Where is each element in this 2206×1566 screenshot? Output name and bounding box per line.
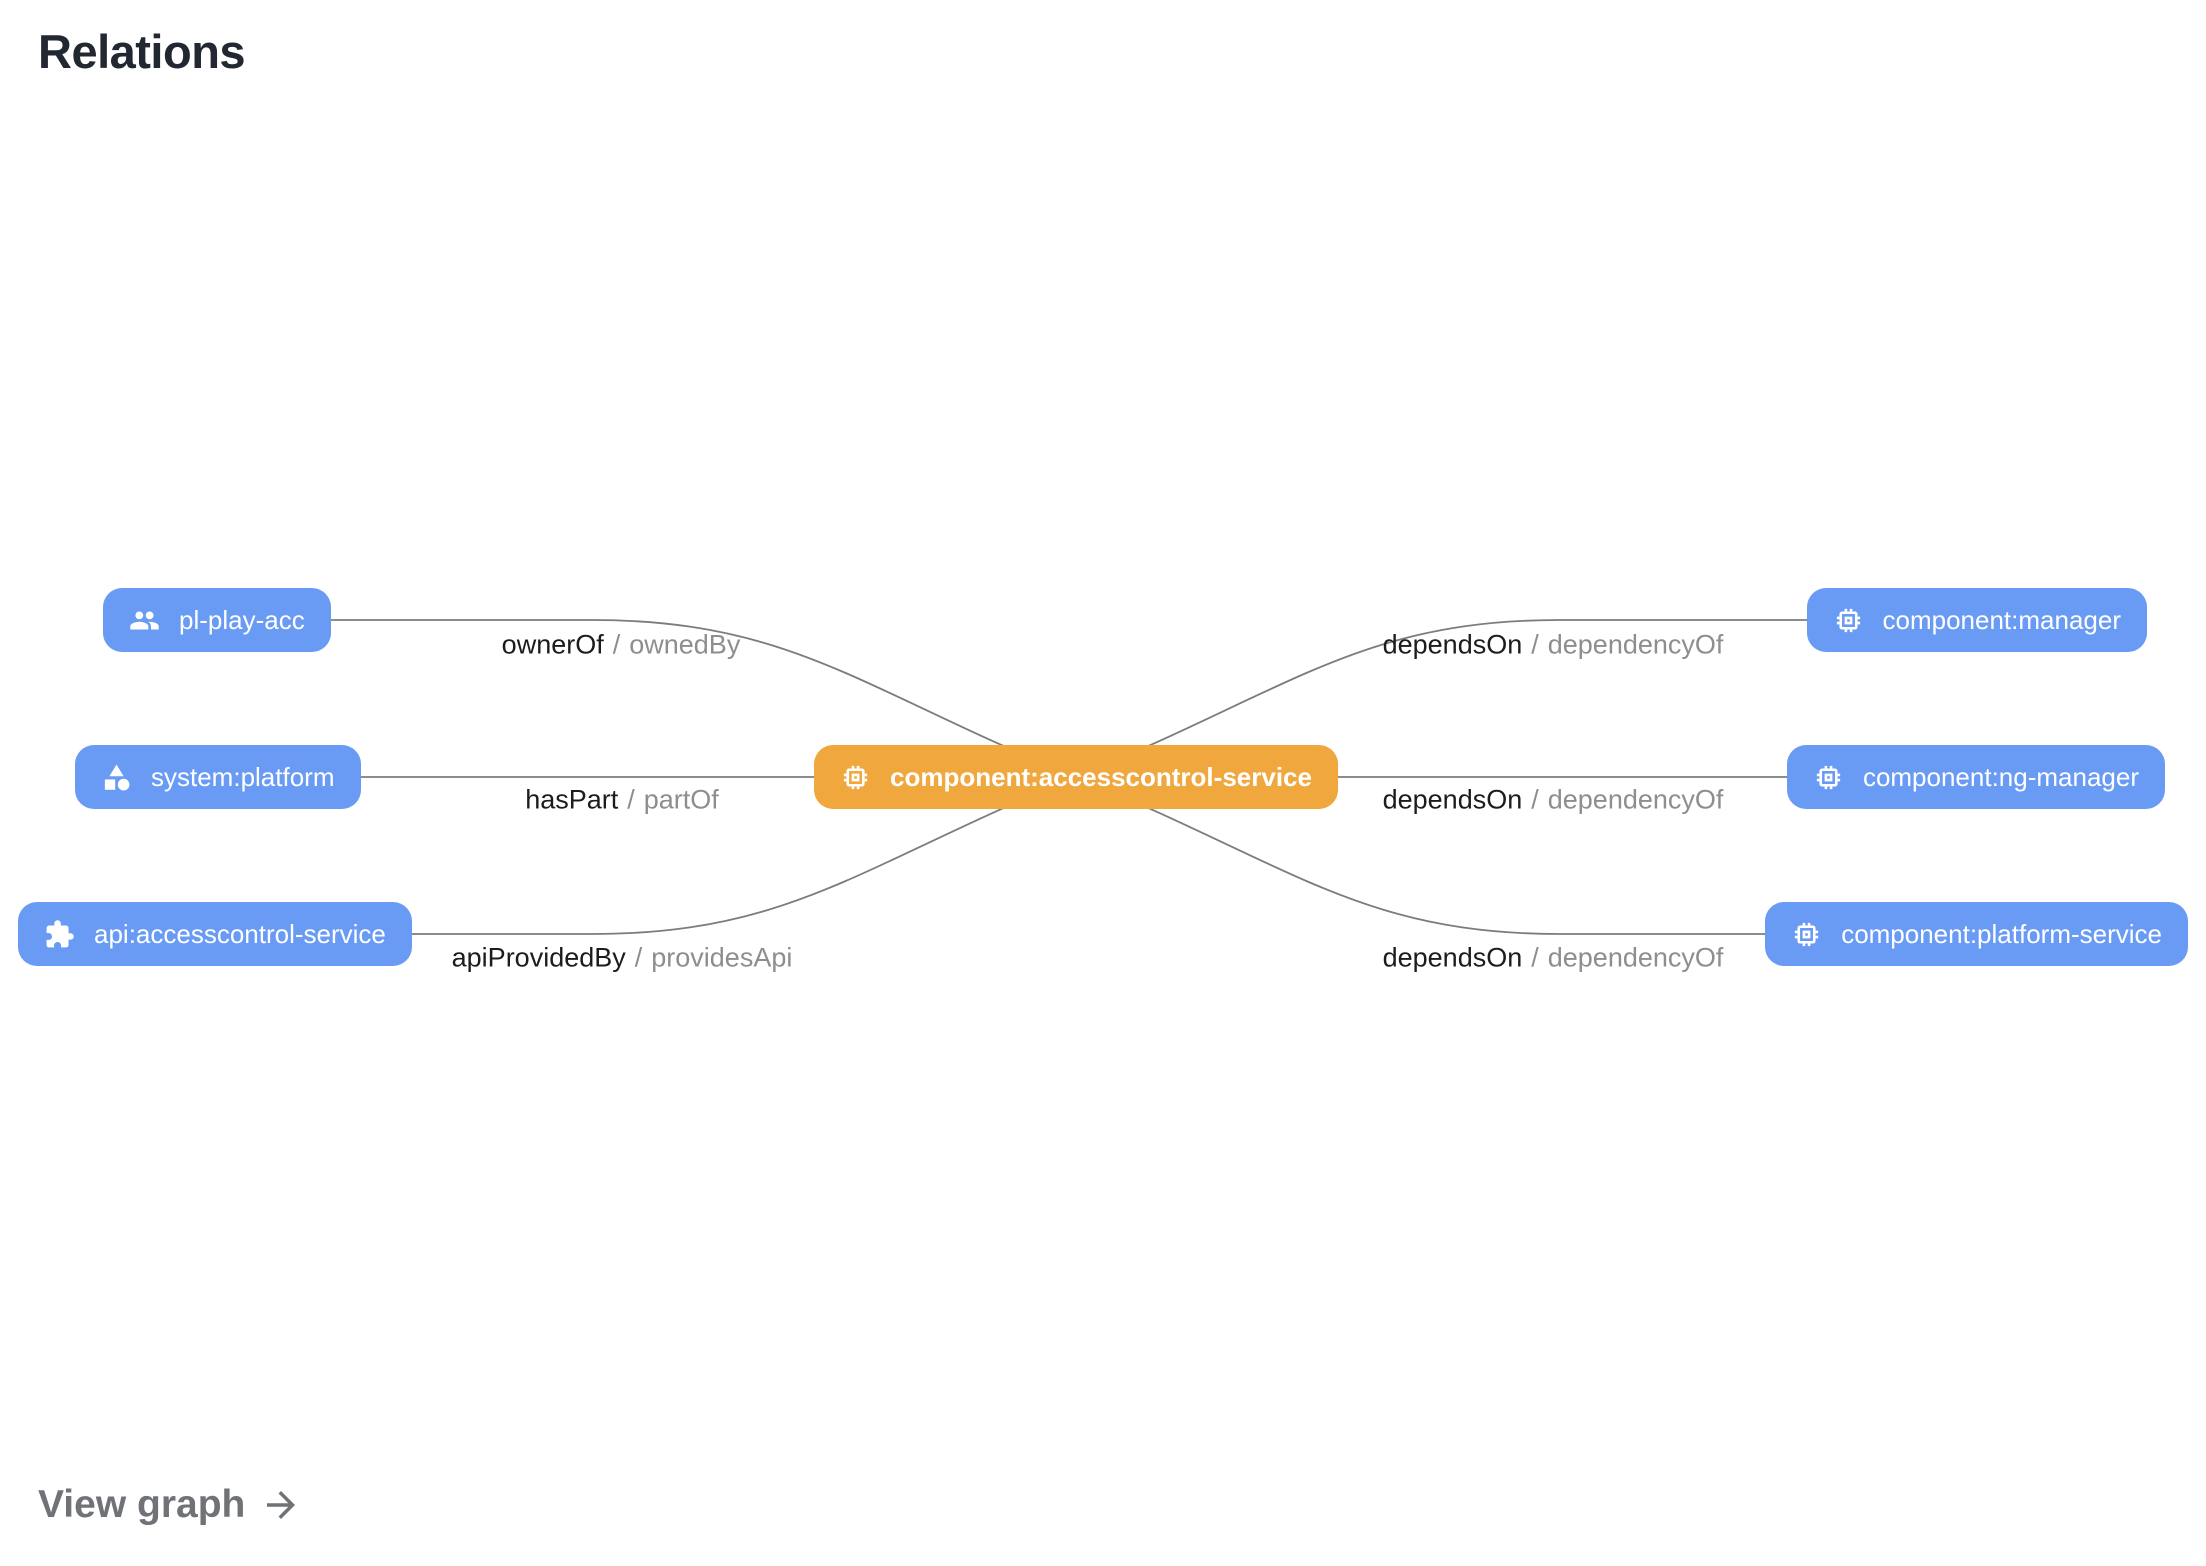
node-label: api:accesscontrol-service — [94, 918, 386, 949]
chip-icon — [1833, 605, 1864, 636]
node-system-platform[interactable]: system:platform — [75, 745, 361, 809]
node-component-manager[interactable]: component:manager — [1806, 588, 2147, 652]
node-label: component:ng-manager — [1862, 761, 2139, 792]
node-api-accesscontrol-service[interactable]: api:accesscontrol-service — [18, 902, 412, 966]
edge-label-separator: / — [634, 942, 643, 973]
edge-label-primary: dependsOn — [1382, 942, 1523, 973]
chip-icon — [1813, 762, 1844, 793]
node-component-platform-service[interactable]: component:platform-service — [1765, 902, 2188, 966]
edge-label-dependson-3: dependsOn / dependencyOf — [1383, 943, 1724, 974]
group-icon — [129, 605, 160, 636]
arrow-right-icon — [260, 1484, 302, 1526]
edge-label-apiprovidedby: apiProvidedBy / providesApi — [452, 943, 793, 974]
edge-ownerof — [214, 619, 1077, 778]
edge-label-haspart: hasPart / partOf — [525, 785, 719, 816]
view-graph-label: View graph — [38, 1483, 246, 1526]
node-component-accesscontrol-service[interactable]: component:accesscontrol-service — [814, 745, 1338, 809]
node-label: pl-play-acc — [179, 604, 305, 635]
edge-label-primary: dependsOn — [1382, 629, 1523, 660]
edge-label-separator: / — [627, 784, 635, 815]
node-label: component:accesscontrol-service — [890, 761, 1312, 792]
node-label: system:platform — [151, 761, 335, 792]
edge-label-dependson-1: dependsOn / dependencyOf — [1383, 630, 1724, 661]
chip-icon — [840, 762, 871, 793]
edge-label-separator: / — [1531, 942, 1539, 973]
edge-dependson-3 — [1075, 776, 1980, 935]
edge-label-primary: apiProvidedBy — [451, 942, 626, 973]
edge-label-secondary: providesApi — [651, 942, 793, 973]
edge-label-ownerof: ownerOf / ownedBy — [502, 630, 741, 661]
puzzle-icon — [44, 919, 75, 950]
node-component-ng-manager[interactable]: component:ng-manager — [1786, 745, 2165, 809]
edge-label-separator: / — [1531, 629, 1539, 660]
chip-icon — [1791, 919, 1822, 950]
edge-label-secondary: dependencyOf — [1547, 784, 1724, 815]
edge-label-primary: dependsOn — [1382, 784, 1523, 815]
edge-label-dependson-2: dependsOn / dependencyOf — [1383, 785, 1724, 816]
node-pl-play-acc[interactable]: pl-play-acc — [103, 588, 331, 652]
edge-label-secondary: partOf — [643, 784, 719, 815]
edge-apiprovidedby — [214, 776, 1077, 935]
edge-label-separator: / — [1531, 784, 1539, 815]
category-icon — [101, 762, 132, 793]
edge-label-separator: / — [612, 629, 621, 660]
edge-label-primary: hasPart — [525, 784, 619, 815]
edge-dependson-1 — [1075, 619, 1980, 778]
edge-label-secondary: ownedBy — [629, 629, 741, 660]
edge-label-primary: ownerOf — [501, 629, 604, 660]
edge-label-secondary: dependencyOf — [1547, 942, 1724, 973]
node-label: component:platform-service — [1841, 918, 2162, 949]
view-graph-link[interactable]: View graph — [38, 1483, 302, 1527]
node-label: component:manager — [1882, 604, 2121, 635]
edge-label-secondary: dependencyOf — [1547, 629, 1724, 660]
card-title: Relations — [38, 25, 246, 78]
